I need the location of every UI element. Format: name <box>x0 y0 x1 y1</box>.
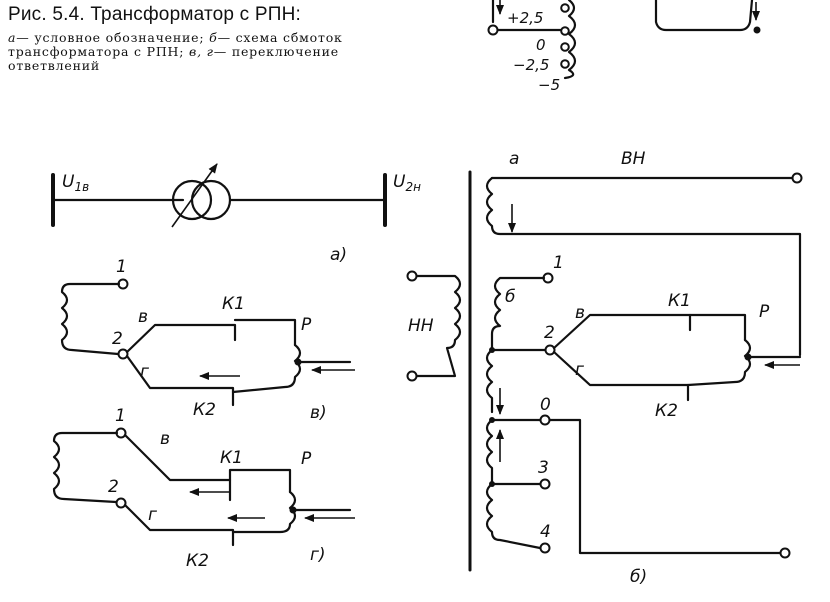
g-tap2-terminal <box>115 497 127 509</box>
b-tap4-label: 4 <box>540 522 551 542</box>
fig-b-tag: б) <box>630 567 647 587</box>
b-k2-label: К2 <box>655 401 678 421</box>
v-branch-g-label: г <box>140 362 149 382</box>
lv-terminal-top <box>406 270 418 282</box>
b-branch-g-label: г <box>575 360 584 380</box>
caption-key-vg: в, г <box>189 44 214 59</box>
caption-body: а— условное обозначение; б— схема сбмото… <box>8 31 388 73</box>
v-branch-v-label: в <box>138 307 148 327</box>
b-k1-label: К1 <box>668 291 691 311</box>
v-k1-label: К1 <box>222 294 245 314</box>
b-output-terminal <box>779 547 791 559</box>
g-branch-v-label: в <box>160 429 170 449</box>
fig-v-tag: в) <box>310 403 327 423</box>
caption-key-b: б <box>209 30 218 45</box>
b-tap2-label: 2 <box>544 323 555 343</box>
fig-a-symbol: U1в U2н а) <box>51 163 421 265</box>
hv-terminal <box>791 172 803 184</box>
b-hv-label: ВН <box>621 149 646 169</box>
tap-label-minus-5: −5 <box>538 76 560 94</box>
v-tap2-label: 2 <box>112 329 123 349</box>
caption-title: Рис. 5.4. Трансформатор с РПН: <box>8 4 301 25</box>
fig-a-tag: а) <box>330 245 347 265</box>
transformer-coil-1 <box>171 179 213 221</box>
v-k2-label: К2 <box>193 400 216 420</box>
tap-terminal <box>487 24 499 36</box>
u1-label: U1в <box>62 172 89 194</box>
v-tap1-label: 1 <box>116 257 127 277</box>
tap-label-0: 0 <box>536 36 546 54</box>
b-reactor-label: Р <box>759 302 770 322</box>
b-tap3-label: 3 <box>538 458 549 478</box>
b-lv-label: НН <box>408 316 434 336</box>
caption-text-a: — условное обозначение; <box>16 30 210 45</box>
g-k1-label: К1 <box>220 448 243 468</box>
g-tap1-label: 1 <box>115 406 126 426</box>
top-tap-fragment: +2,5 0 −2,5 −5 <box>487 0 761 94</box>
v-tap2-terminal <box>117 348 129 360</box>
fig-g-tag: г) <box>310 545 326 565</box>
figure-caption: Рис. 5.4. Трансформатор с РПН: а— условн… <box>8 4 388 73</box>
lv-terminal-bottom <box>406 370 418 382</box>
g-branch-g-label: г <box>148 505 157 525</box>
g-reactor-label: Р <box>301 449 312 469</box>
g-tap2-label: 2 <box>108 477 119 497</box>
tap-label-plus-2-5: +2,5 <box>507 9 543 27</box>
caption-key-a: а <box>8 30 17 45</box>
b-branch-v-label: в <box>575 303 585 323</box>
b-tap4-terminal <box>539 542 551 554</box>
v-reactor-label: Р <box>301 315 312 335</box>
fig-g-switching: 1 2 в г К1 К2 Р г) <box>52 406 355 571</box>
b-a-label: а <box>509 149 519 169</box>
tap-label-minus-2-5: −2,5 <box>513 56 549 74</box>
fig-b-winding-scheme: а ВН НН б 1 2 0 3 4 в г К1 К2 Р б) <box>406 149 803 587</box>
g-k2-label: К2 <box>186 551 209 571</box>
b-tap0-terminal <box>539 414 551 426</box>
b-tap0-label: 0 <box>540 395 551 415</box>
caption-text-b: — схема сбмоток трансформатора с РПН; <box>8 30 343 59</box>
b-tap3-terminal <box>539 478 551 490</box>
b-b-label: б <box>505 287 515 307</box>
b-tap2-terminal <box>544 344 556 356</box>
b-tap1-label: 1 <box>553 253 564 273</box>
fig-v-switching: 1 2 в г К1 К2 Р в) <box>60 257 355 423</box>
caption-text-vg: — переключение ответвлений <box>8 44 339 73</box>
u2-label: U2н <box>393 172 421 194</box>
regulation-arrow <box>171 163 218 228</box>
